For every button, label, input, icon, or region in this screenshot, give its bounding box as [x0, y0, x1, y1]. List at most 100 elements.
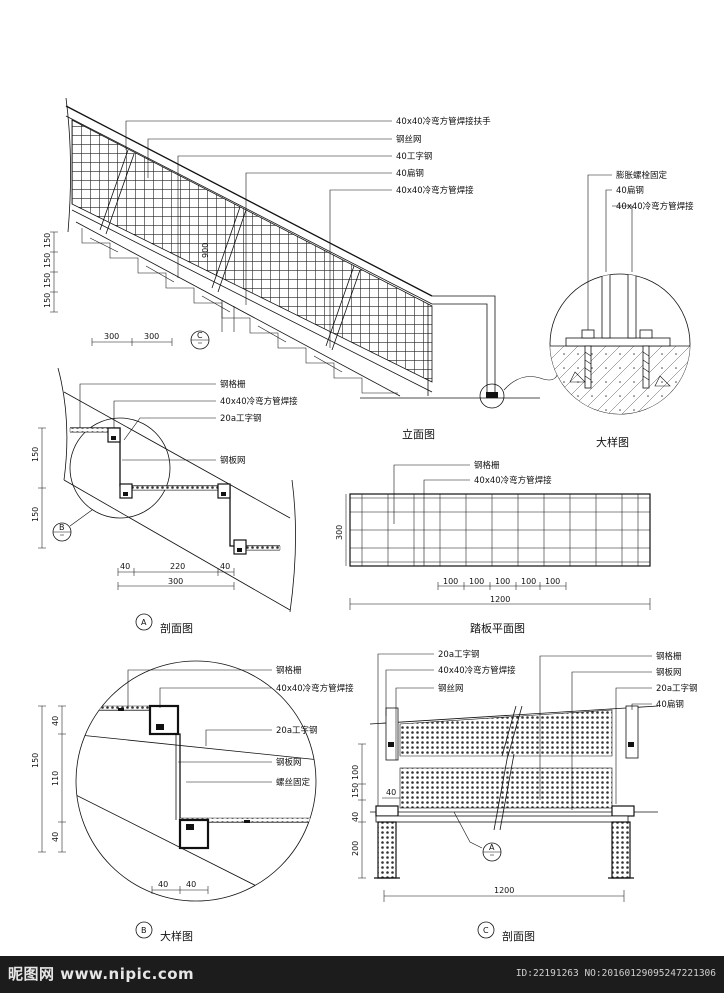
flat-steel-post — [601, 274, 611, 339]
section-marker-c-letter: C — [197, 331, 203, 340]
label-handrail: 40x40冷弯方管焊接扶手 — [396, 116, 491, 127]
dim-spacing: 100 — [495, 577, 510, 586]
dim-v: 200 — [351, 841, 360, 856]
dim-spacing: 100 — [521, 577, 536, 586]
dim-tread: 300 — [104, 332, 119, 341]
watermark-bar: 昵图网 www.nipic.com ID:22191263 NO:2016012… — [0, 956, 724, 993]
concrete-base — [550, 346, 690, 414]
cad-drawing: 40x40冷弯方管焊接扶手 钢丝网 40工字钢 40扁钢 40x40冷弯方管焊接… — [31, 97, 698, 943]
label-i-beam: 20a工字钢 — [220, 413, 262, 424]
stringer — [75, 221, 401, 397]
title-marker-letter: A — [141, 618, 147, 627]
label-flat-steel: 40扁钢 — [616, 185, 644, 196]
tread-plan-view: 钢格栅 40x40冷弯方管焊接 300 100 100 100 100 100 … — [335, 460, 651, 635]
label-i-beam: 40工字钢 — [396, 151, 432, 162]
square-tube-post — [627, 274, 637, 339]
label-square-tube: 40x40冷弯方管焊接 — [220, 396, 298, 407]
break-line — [57, 367, 68, 481]
watermark-text: 昵图网 www.nipic.com — [8, 965, 195, 983]
elevation-tread-dims: 300 300 — [91, 332, 173, 346]
dim-v: 40 — [51, 832, 60, 842]
label-screw: 螺丝固定 — [276, 777, 311, 788]
break-mark — [493, 753, 515, 831]
handrail-end — [432, 295, 496, 398]
break-line — [289, 479, 296, 613]
posts — [99, 149, 429, 396]
step-nosing — [89, 237, 343, 373]
dim-tread: 300 — [144, 332, 159, 341]
label-grating: 钢格栅 — [474, 460, 500, 471]
label-anchor-bolt: 膨胀螺栓固定 — [616, 170, 668, 181]
post — [99, 149, 135, 235]
section-c-view: 20a工字钢 40x40冷弯方管焊接 钢丝网 钢格栅 钢板网 20a工字钢 40… — [351, 649, 698, 943]
label-square-tube: 40x40冷弯方管焊接 — [396, 185, 474, 196]
dim-riser: 150 — [43, 253, 52, 268]
dim-h: 40 — [220, 562, 230, 571]
dim-riser: 150 — [43, 233, 52, 248]
section-c-title: 剖面图 — [502, 929, 535, 943]
label-grating: 钢格栅 — [276, 665, 302, 676]
dim-height: 900 — [201, 243, 210, 258]
label-plate-mesh: 钢板网 — [220, 455, 246, 466]
post — [325, 265, 361, 351]
dim-h: 40 — [120, 562, 130, 571]
dim-riser: 150 — [43, 293, 52, 308]
elevation-title: 立面图 — [402, 427, 435, 441]
dim-spacing: 100 — [469, 577, 484, 586]
image-id-text: ID:22191263 NO:20160129095247221306 — [515, 968, 716, 979]
dim-spacing: 100 — [443, 577, 458, 586]
dim-total: 300 — [168, 577, 183, 586]
label-wire-mesh: 钢丝网 — [438, 683, 464, 694]
plate-mesh-panel — [399, 767, 613, 809]
dim-h: 40 — [158, 880, 168, 889]
detail-circle — [75, 660, 317, 902]
dim-spacing: 100 — [545, 577, 560, 586]
handrail — [65, 105, 433, 297]
base-plate — [565, 337, 671, 347]
section-marker-a-letter: A — [489, 843, 495, 852]
section-marker-b-letter: B — [59, 523, 65, 532]
i-beam-leg-left — [377, 821, 397, 879]
bottom-rail — [71, 209, 433, 393]
detail-title: 大样图 — [596, 435, 629, 449]
i-beam-leg-right — [611, 821, 631, 879]
dim-depth: 300 — [335, 525, 344, 540]
section-a-title: 剖面图 — [160, 621, 193, 635]
label-square-tube: 40x40冷弯方管焊接 — [474, 475, 552, 486]
label-flat-steel: 40扁钢 — [396, 168, 424, 179]
dim-h: 220 — [170, 562, 185, 571]
handrail-inner — [65, 115, 433, 305]
dim-v: 110 — [51, 771, 60, 786]
post — [211, 206, 247, 293]
label-square-tube: 40x40冷弯方管焊接 — [276, 683, 354, 694]
stringer-bottom — [63, 479, 291, 611]
detail-anchor-view: 膨胀螺栓固定 40扁钢 40x40冷弯方管焊接 大样图 — [549, 170, 694, 449]
tread-plan-title: 踏板平面图 — [470, 621, 525, 635]
label-flat-steel: 40扁钢 — [656, 699, 684, 710]
dim-riser: 150 — [43, 273, 52, 288]
title-marker-letter: C — [483, 926, 489, 935]
dim-v: 40 — [351, 812, 360, 822]
dim-v-total: 150 — [31, 753, 40, 768]
tread-grating — [350, 494, 650, 566]
anchor-bolt-right — [639, 329, 653, 389]
detail-b-view: 钢格栅 40x40冷弯方管焊接 20a工字钢 钢板网 螺丝固定 150 40 1… — [31, 660, 354, 943]
wire-mesh-panel — [399, 709, 613, 757]
dim-v: 150 — [31, 447, 40, 462]
label-plate-mesh: 钢板网 — [276, 757, 302, 768]
section-a-view: 钢格栅 40x40冷弯方管焊接 20a工字钢 钢板网 150 150 B 40 … — [31, 367, 298, 635]
title-marker-c — [477, 921, 495, 939]
detail-callout-circle — [479, 383, 505, 409]
label-grating: 钢格栅 — [656, 651, 682, 662]
detail-b-title: 大样图 — [160, 929, 193, 943]
title-marker-a — [135, 613, 153, 631]
break-line — [65, 97, 71, 233]
title-marker-letter: B — [141, 926, 147, 935]
label-i-beam-left: 20a工字钢 — [438, 649, 480, 660]
label-plate-mesh: 钢板网 — [656, 667, 682, 678]
label-square-tube: 40x40冷弯方管焊接 — [616, 201, 694, 212]
detail-leader — [503, 371, 559, 391]
post-right — [625, 705, 639, 759]
label-i-beam: 20a工字钢 — [276, 725, 318, 736]
